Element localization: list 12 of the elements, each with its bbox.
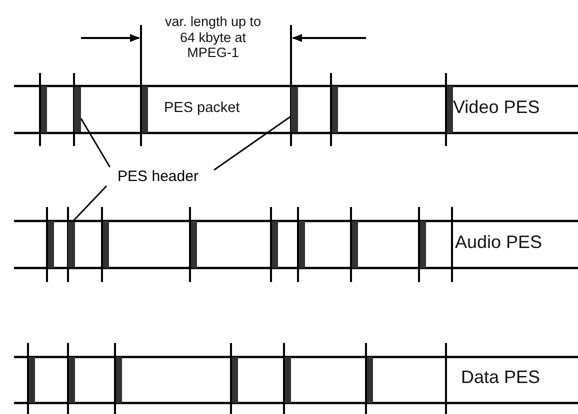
header-bar [291, 87, 298, 132]
header-bar [74, 87, 81, 132]
leader-line [80, 118, 110, 168]
stream-label: Data PES [461, 367, 540, 388]
length-note: var. length up to 64 kbyte at MPEG-1 [164, 14, 262, 61]
stream-label: Audio PES [455, 232, 542, 253]
header-label: PES header [102, 167, 214, 186]
header-bar [68, 222, 75, 267]
packet-label: PES packet [164, 100, 240, 117]
leader-line [214, 116, 292, 171]
stream-label: Video PES [453, 97, 540, 118]
leader-line [72, 185, 108, 223]
